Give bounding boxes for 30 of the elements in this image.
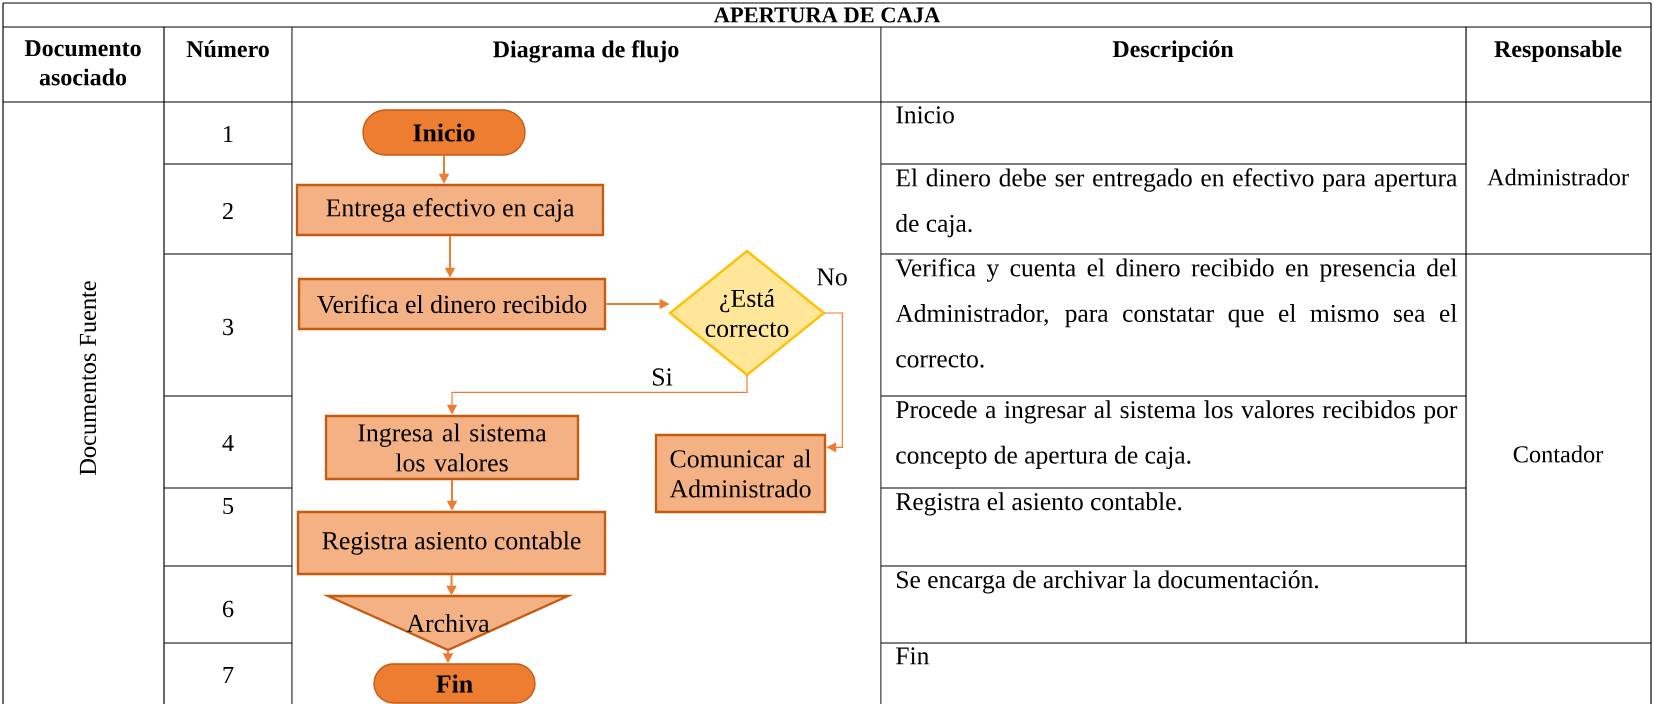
- description-text: Verifica y cuenta el dinero recibido en presencia del Administrador, para constatar que el mismo sea el correcto.: [895, 258, 1457, 368]
- step-number: 3: [223, 318, 234, 336]
- process-box: Verifica el dinero recibido: [297, 277, 607, 331]
- responsible-name: Administrador: [1487, 168, 1629, 186]
- table-title: APERTURA DE CAJA: [713, 7, 941, 23]
- step-number: 5: [223, 497, 234, 515]
- column-header: Número: [186, 40, 269, 58]
- description-text: Se encarga de archivar la documentación.: [897, 570, 1319, 594]
- step-number: 1: [224, 125, 233, 143]
- step-number: 4: [222, 435, 234, 451]
- column-header: Responsable: [1494, 40, 1622, 63]
- row-label: Documentos Fuente: [79, 281, 97, 475]
- process-box: Comunicar al Administrado: [654, 433, 827, 514]
- terminal-oval: Fin: [373, 663, 536, 704]
- responsible-name: Contador: [1513, 445, 1604, 463]
- arrow: [823, 312, 843, 453]
- step-number: 6: [222, 600, 234, 618]
- column-header: Documento asociado: [24, 40, 141, 86]
- column-header: Descripción: [1112, 40, 1234, 63]
- description-text: Inicio: [896, 106, 954, 124]
- step-number: 7: [223, 667, 234, 683]
- process-box: Entrega efectivo en caja: [295, 183, 605, 237]
- description-text: Registra el asiento contable.: [896, 492, 1182, 516]
- description-text: Procede a ingresar al sistema los valores recibidos por concepto de apertura de caja.: [896, 400, 1458, 469]
- description-text: El dinero debe ser entregado en efectivo para apertura de caja.: [896, 168, 1458, 238]
- description-text: Fin: [896, 647, 929, 665]
- column-header: Diagrama de flujo: [493, 40, 679, 63]
- step-number: 2: [223, 202, 233, 220]
- process-box: Ingresa al sistema los valores: [324, 414, 580, 481]
- process-box: Registra asiento contable: [296, 510, 607, 576]
